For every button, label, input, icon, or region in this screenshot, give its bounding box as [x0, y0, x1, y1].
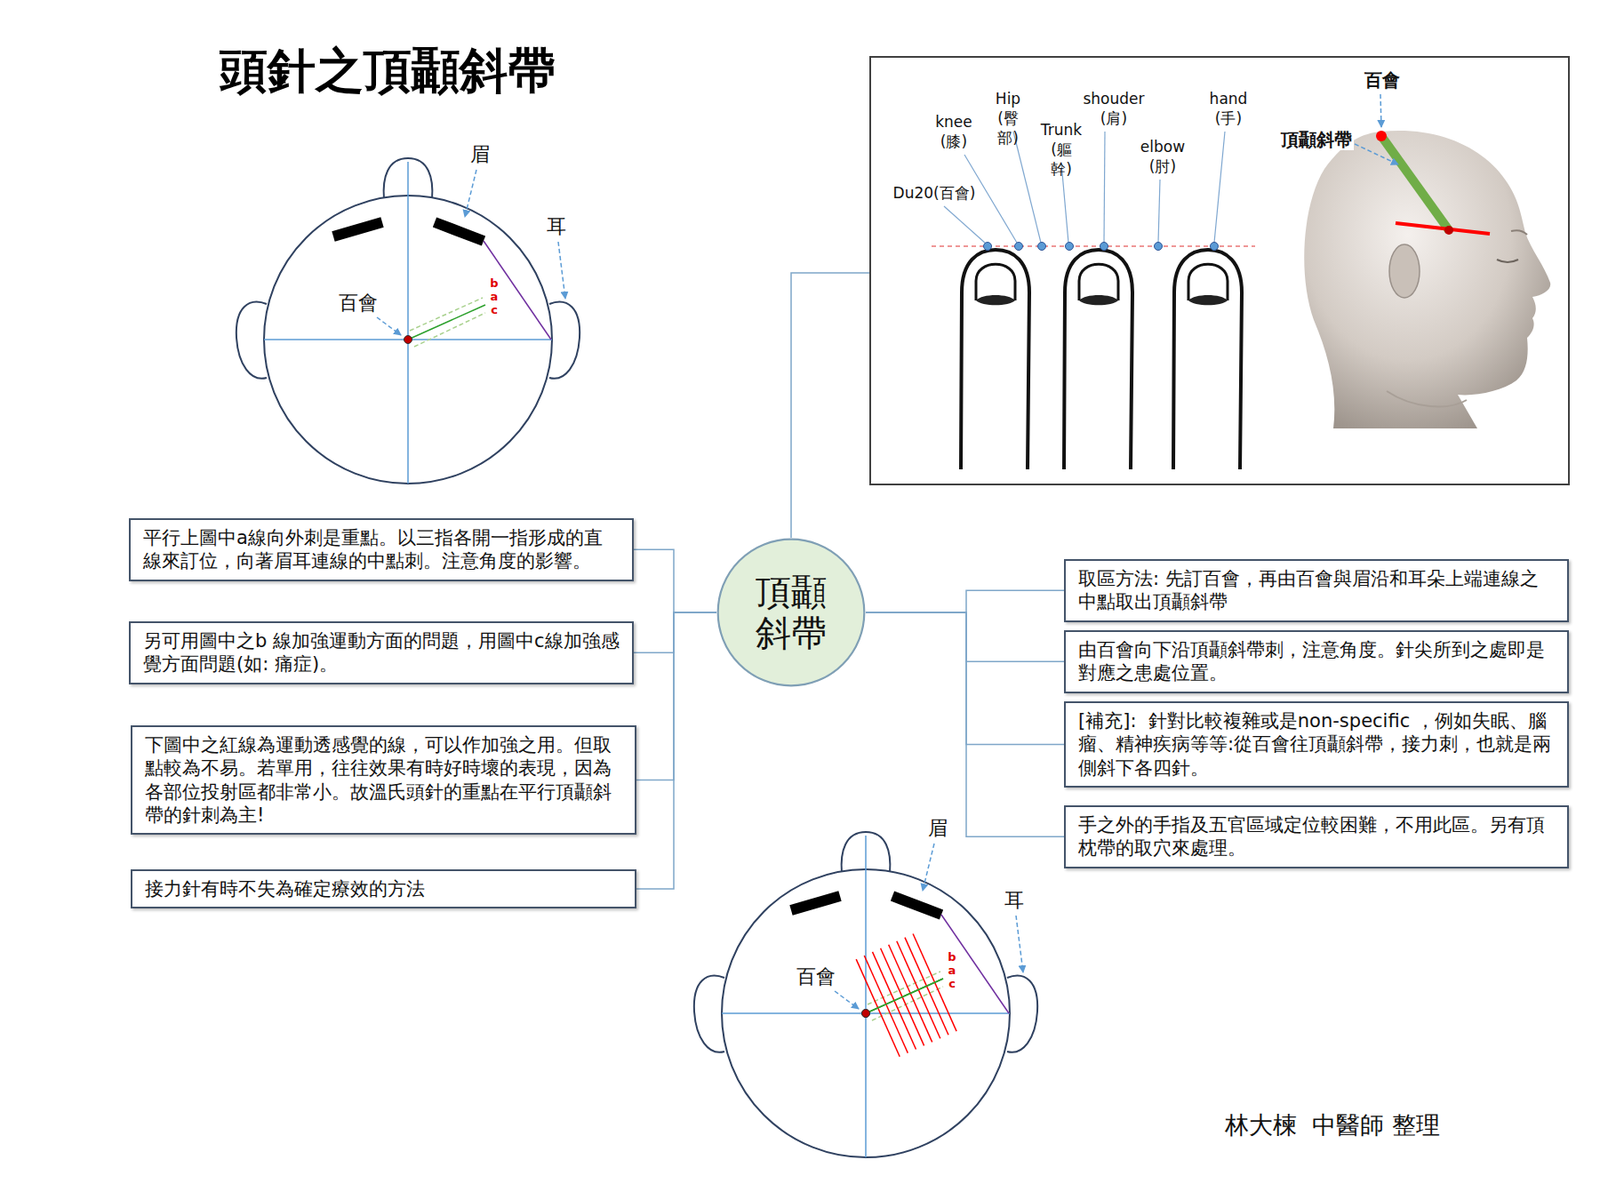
- line-letter: c: [490, 303, 498, 317]
- region-label: 眉: [928, 816, 948, 840]
- region-label: 眉: [470, 143, 490, 167]
- note-box: 平行上圖中a線向外刺是重點。以三指各開一指形成的直線來訂位，向著眉耳連線的中點刺…: [128, 518, 634, 582]
- finger-figure: [931, 131, 1256, 470]
- note-box: 下圖中之紅線為運動透感覺的線，可以作加強之用。但取點較為不易。若單用，往往效果有…: [130, 725, 637, 835]
- tree-connector: [636, 612, 717, 781]
- tree-connector: [865, 590, 1064, 613]
- head-diagram: [694, 832, 1038, 1158]
- note-text: 取區方法: 先訂百會，再由百會與眉沿和耳朵上端連線之中點取出頂顳斜帶: [1078, 567, 1555, 615]
- topic-circle: 頂顳斜帶: [716, 537, 866, 688]
- tree-connector: [865, 612, 1064, 744]
- diagram-title: 頭針之頂顳斜帶: [219, 39, 556, 104]
- tree-connector: [633, 612, 717, 653]
- note-text: 手之外的手指及五官區域定位較困難，不用此區。另有頂枕帶的取穴來處理。: [1078, 813, 1555, 861]
- note-box: 接力針有時不失為確定療效的方法: [130, 869, 637, 909]
- tree-connector: [791, 272, 870, 538]
- line-letter: b: [489, 276, 498, 290]
- tree-connector: [636, 612, 717, 889]
- note-box: 另可用圖中之b 線加強運動方面的問題，用圖中c線加強感覺方面問題(如: 痛症)。: [128, 621, 634, 685]
- figure-label: knee (膝): [935, 112, 973, 152]
- note-box: [補充]: 針對比較複雜或是non-specific ，例如失眠、腦瘤、精神疾病…: [1064, 701, 1569, 788]
- note-text: [補充]: 針對比較複雜或是non-specific ，例如失眠、腦瘤、精神疾病…: [1078, 709, 1555, 780]
- tree-connector: [633, 549, 717, 613]
- figure-label: Trunk (軀幹): [1040, 120, 1082, 179]
- note-text: 接力針有時不失為確定療效的方法: [144, 877, 623, 901]
- figure-label: Du20(百會): [893, 183, 976, 203]
- tree-connector: [865, 612, 1064, 662]
- figure-label: hand (手): [1209, 88, 1248, 128]
- figure-label: 頂顳斜帶: [1279, 128, 1354, 151]
- region-label: 百會: [796, 965, 836, 989]
- line-letter: c: [948, 976, 956, 991]
- note-text: 下圖中之紅線為運動透感覺的線，可以作加強之用。但取點較為不易。若單用，往往效果有…: [144, 733, 623, 827]
- note-text: 由百會向下沿頂顳斜帶刺，注意角度。針尖所到之處即是對應之患處位置。: [1078, 638, 1555, 686]
- topic-text: 頂顳斜帶: [753, 571, 829, 654]
- line-letter: b: [947, 950, 956, 964]
- figure-label: Hip (臀部): [995, 88, 1021, 148]
- region-label: 耳: [1004, 888, 1024, 912]
- author-credit: 林大楝 中醫師 整理: [1224, 1111, 1440, 1140]
- region-label: 百會: [338, 291, 378, 315]
- note-box: 取區方法: 先訂百會，再由百會與眉沿和耳朵上端連線之中點取出頂顳斜帶: [1064, 559, 1569, 623]
- tree-connector: [865, 612, 1064, 837]
- note-box: 由百會向下沿頂顳斜帶刺，注意角度。針尖所到之處即是對應之患處位置。: [1064, 630, 1569, 694]
- figure-panel: knee (膝) Hip (臀部) Trunk (軀幹)shouder (肩) elb…: [869, 56, 1570, 486]
- figure-label: shouder (肩): [1082, 88, 1144, 128]
- line-letter: a: [490, 289, 499, 304]
- line-letter: a: [948, 963, 957, 977]
- figure-label: 百會: [1362, 69, 1402, 91]
- note-text: 平行上圖中a線向外刺是重點。以三指各開一指形成的直線來訂位，向著眉耳連線的中點刺…: [143, 526, 620, 574]
- note-text: 另可用圖中之b 線加強運動方面的問題，用圖中c線加強感覺方面問題(如: 痛症)。: [143, 629, 620, 677]
- head-diagram: [236, 158, 580, 484]
- note-box: 手之外的手指及五官區域定位較困難，不用此區。另有頂枕帶的取穴來處理。: [1064, 805, 1569, 869]
- region-label: 耳: [546, 215, 567, 239]
- figure-label: elbow (肘): [1140, 136, 1185, 176]
